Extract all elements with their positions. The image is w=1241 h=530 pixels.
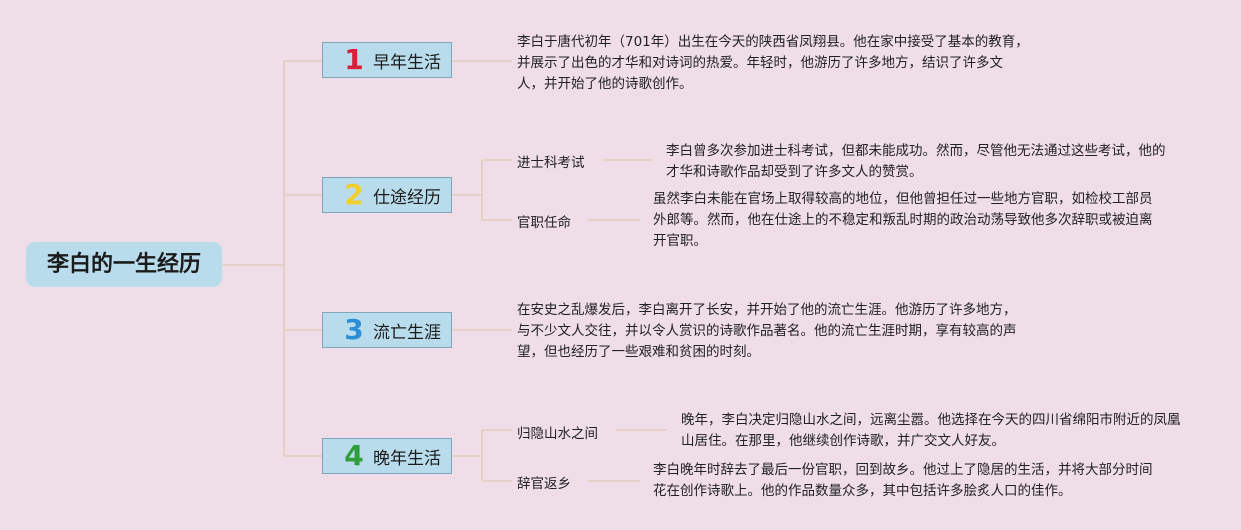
subtopic-appointment[interactable]: 官职任命 <box>517 215 571 231</box>
topic-early-life[interactable]: 1 早年生活 <box>322 42 452 78</box>
topic-label: 晚年生活 <box>373 448 441 469</box>
topic-late-life[interactable]: 4 晚年生活 <box>322 438 452 474</box>
subtopic-resign[interactable]: 辞官返乡 <box>517 476 571 492</box>
subtopic-description: 李白晚年时辞去了最后一份官职，回到故乡。他过上了隐居的生活，并将大部分时间花在创… <box>653 462 1153 499</box>
subtopic-description: 虽然李白未能在官场上取得较高的地位，但他曾担任过一些地方官职，如检校工部员外郎等… <box>653 191 1153 249</box>
topic-career[interactable]: 2 仕途经历 <box>322 177 452 213</box>
topic-exile[interactable]: 3 流亡生涯 <box>322 312 452 348</box>
subtopic-retreat[interactable]: 归隐山水之间 <box>517 426 598 442</box>
number-2-icon: 2 <box>344 178 364 211</box>
topic-label: 流亡生涯 <box>373 322 441 343</box>
topic-label: 早年生活 <box>373 52 441 73</box>
number-4-icon: 4 <box>344 439 364 472</box>
topic-label: 仕途经历 <box>373 187 441 208</box>
subtopic-description: 晚年，李白决定归隐山水之间，远离尘嚣。他选择在今天的四川省绵阳市附近的凤凰山居住… <box>681 412 1181 449</box>
topic-description: 李白于唐代初年（701年）出生在今天的陕西省凤翔县。他在家中接受了基本的教育，并… <box>517 34 1029 92</box>
number-1-icon: 1 <box>344 43 364 76</box>
root-topic[interactable]: 李白的一生经历 <box>26 242 222 287</box>
subtopic-description: 李白曾多次参加进士科考试，但都未能成功。然而，尽管他无法通过这些考试，他的才华和… <box>666 143 1166 180</box>
number-3-icon: 3 <box>344 313 364 346</box>
topic-description: 在安史之乱爆发后，李白离开了长安，并开始了他的流亡生涯。他游历了许多地方，与不少… <box>517 302 1017 360</box>
subtopic-exam[interactable]: 进士科考试 <box>517 155 585 171</box>
